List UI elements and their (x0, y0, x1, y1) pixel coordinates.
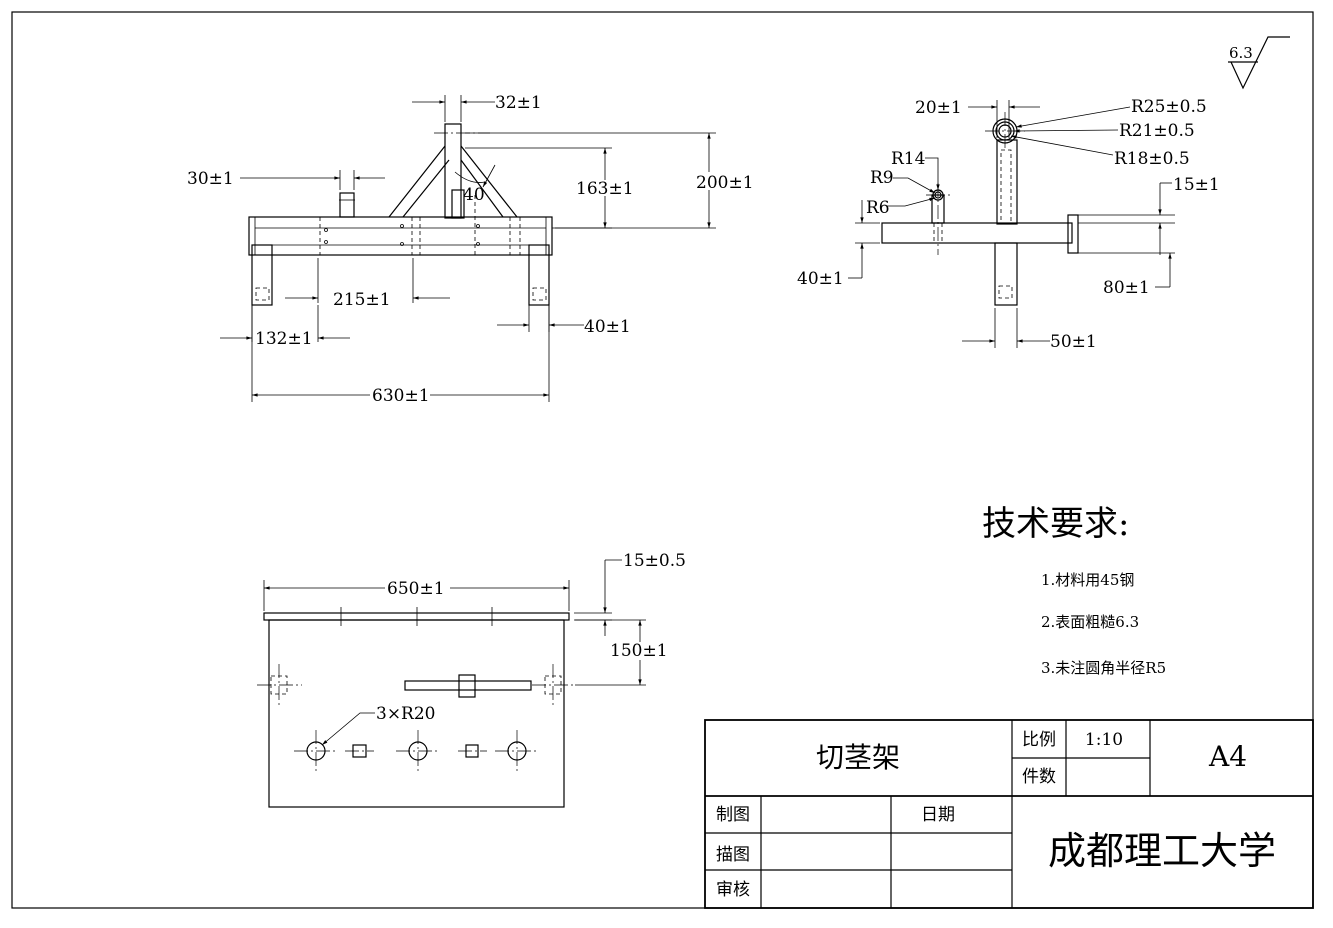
dim-15-side: 15±1 (1173, 175, 1220, 195)
sheet-size: A4 (1208, 740, 1247, 773)
dim-15-top: 15±0.5 (623, 551, 686, 571)
technical-requirements: 技术要求: 1.材料用45钢 2.表面粗糙6.3 3.未注圆角半径R5 (982, 504, 1166, 677)
scale-value: 1:10 (1085, 730, 1123, 750)
roughness-value: 6.3 (1229, 44, 1253, 62)
dim-50: 50±1 (1050, 332, 1097, 352)
count-label: 件数 (1022, 767, 1056, 787)
dim-630: 630±1 (372, 386, 430, 406)
drawn-label: 制图 (716, 805, 750, 825)
top-view: 3×R20 650±1 15±0.5 150±1 (257, 551, 686, 808)
school-name: 成都理工大学 (1048, 829, 1276, 873)
dim-650: 650±1 (387, 579, 445, 599)
requirement-item-3: 3.未注圆角半径R5 (1041, 659, 1166, 677)
dim-80: 80±1 (1103, 278, 1150, 298)
dim-132: 132±1 (255, 329, 313, 349)
dim-r6: R6 (866, 198, 890, 218)
front-view: 32±1 30±1 163±1 200±1 40 215±1 (187, 93, 754, 406)
dim-30: 30±1 (187, 169, 234, 189)
dim-r9: R9 (870, 168, 894, 188)
dim-angle-40: 40 (463, 185, 485, 205)
traced-label: 描图 (716, 845, 750, 865)
dim-r25: R25±0.5 (1131, 97, 1207, 117)
dim-150: 150±1 (610, 641, 668, 661)
scale-label: 比例 (1022, 730, 1056, 750)
dim-holes: 3×R20 (376, 704, 436, 724)
part-name: 切茎架 (816, 741, 900, 774)
dim-40: 40±1 (584, 317, 631, 337)
side-view: 20±1 R25±0.5 R21±0.5 R18±0.5 R14 R9 R6 1… (797, 97, 1220, 352)
requirement-item-1: 1.材料用45钢 (1041, 571, 1134, 589)
date-label: 日期 (921, 805, 955, 825)
dim-r21: R21±0.5 (1119, 121, 1195, 141)
dim-40-side: 40±1 (797, 269, 844, 289)
dim-20: 20±1 (915, 98, 962, 118)
requirements-title: 技术要求: (982, 504, 1129, 544)
dim-163: 163±1 (576, 179, 634, 199)
title-block: 切茎架 比例 1:10 件数 A4 制图 描图 审核 日期 成都理工大学 (704, 719, 1314, 909)
roughness-symbol: 6.3 (1228, 36, 1290, 90)
dim-200: 200±1 (696, 173, 754, 193)
dim-r18: R18±0.5 (1114, 149, 1190, 169)
requirement-item-2: 2.表面粗糙6.3 (1041, 613, 1139, 631)
dim-r14: R14 (891, 149, 925, 169)
checked-label: 审核 (716, 880, 750, 900)
sheet-border (11, 11, 1314, 909)
dim-32: 32±1 (495, 93, 542, 113)
dim-215: 215±1 (333, 290, 391, 310)
